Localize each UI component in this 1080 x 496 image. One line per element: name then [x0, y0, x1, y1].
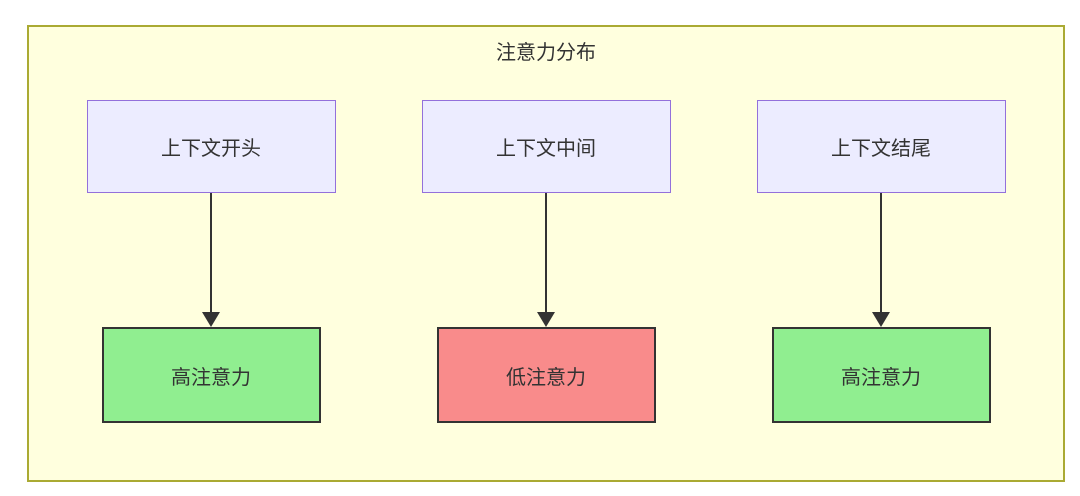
node-context-start: 上下文开头 [86, 100, 336, 193]
node-low-attention-middle: 低注意力 [436, 327, 656, 423]
node-context-end: 上下文结尾 [756, 100, 1006, 193]
arrow-head-icon [537, 312, 555, 327]
node-context-middle: 上下文中间 [421, 100, 671, 193]
node-high-attention-right: 高注意力 [771, 327, 991, 423]
flow-columns: 上下文开头 高注意力 上下文中间 低注意力 上下文结尾 [29, 100, 1063, 423]
flow-column-context-end: 上下文结尾 高注意力 [756, 100, 1006, 423]
attention-distribution-container: 注意力分布 上下文开头 高注意力 上下文中间 低注意力 上下文结尾 [27, 25, 1065, 482]
arrow-line [880, 193, 882, 312]
flow-column-context-start: 上下文开头 高注意力 [86, 100, 336, 423]
arrow-head-icon [202, 312, 220, 327]
diagram-title: 注意力分布 [496, 42, 596, 64]
arrow-head-icon [872, 312, 890, 327]
arrow-context-end [872, 193, 890, 327]
flow-column-context-middle: 上下文中间 低注意力 [421, 100, 671, 423]
arrow-line [210, 193, 212, 312]
arrow-context-start [202, 193, 220, 327]
arrow-context-middle [537, 193, 555, 327]
node-high-attention-left: 高注意力 [101, 327, 321, 423]
arrow-line [545, 193, 547, 312]
